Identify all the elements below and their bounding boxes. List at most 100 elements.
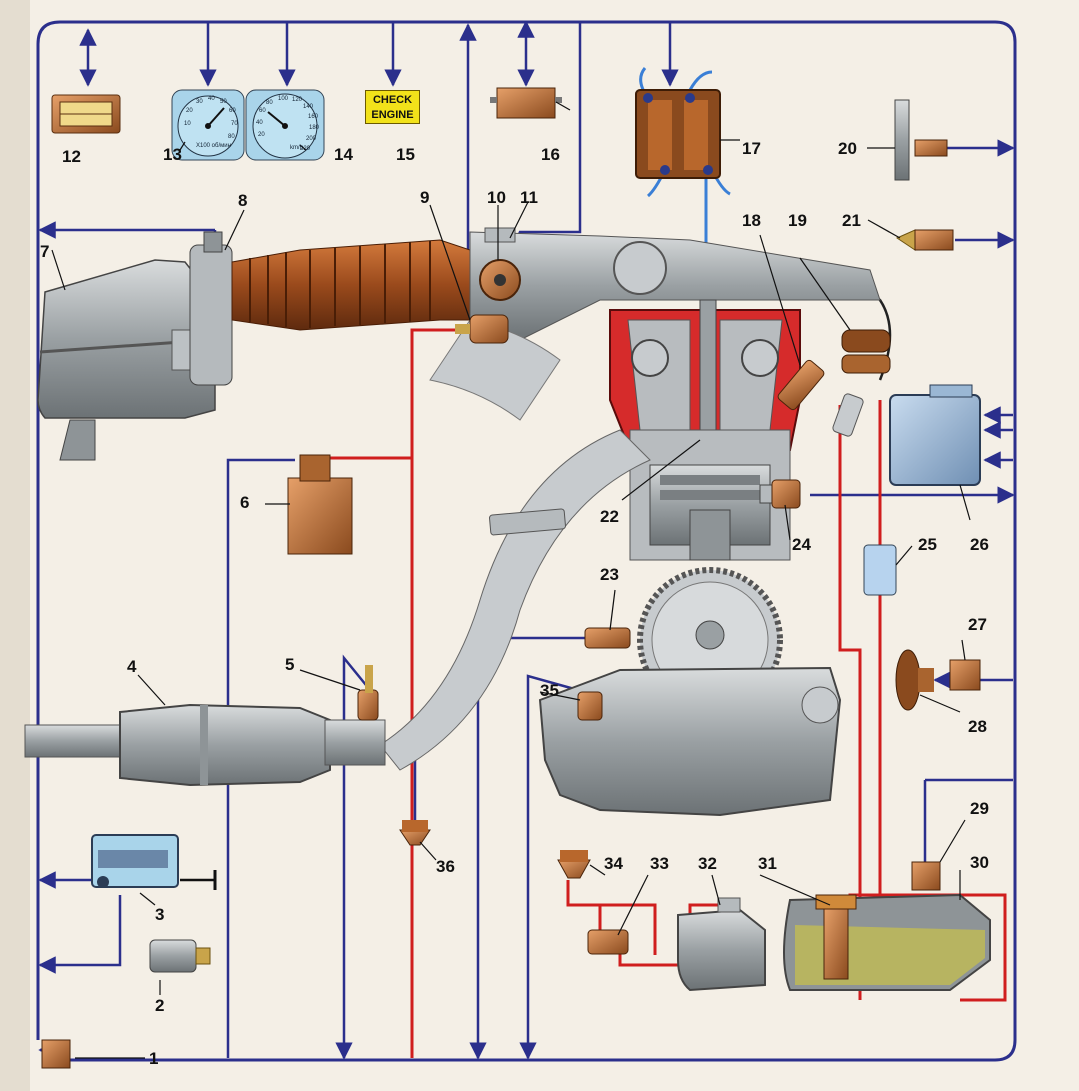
intake-hose (231, 239, 473, 331)
callout-29: 29 (970, 799, 989, 818)
relay (490, 87, 562, 119)
callout-13: 13 (163, 145, 182, 164)
callout-27: 27 (968, 615, 987, 634)
oil-pressure-sensor (577, 691, 603, 721)
purge-valve (399, 820, 431, 846)
separator-tank (677, 897, 766, 992)
tach-tick-10: 10 (184, 121, 191, 127)
coolant-temp-sensor (895, 229, 954, 251)
tachometer (171, 89, 245, 161)
callout-32: 32 (698, 854, 717, 873)
knock-sensor (894, 99, 948, 181)
callout-35: 35 (540, 681, 559, 700)
callout-24: 24 (792, 535, 811, 554)
fuel-tank (783, 893, 991, 991)
speed-tick-160: 160 (308, 114, 319, 120)
battery (91, 834, 217, 890)
speed-tick-100: 100 (278, 96, 289, 102)
evap-canister (287, 454, 353, 555)
callout-21: 21 (842, 211, 861, 230)
check-engine-line2: ENGINE (371, 109, 414, 121)
callout-2: 2 (155, 996, 165, 1015)
callout-15: 15 (396, 145, 415, 164)
tach-tick-50: 50 (220, 99, 227, 105)
callout-8: 8 (238, 191, 248, 210)
intake-manifold (429, 231, 881, 421)
callout-26: 26 (970, 535, 989, 554)
callout-12: 12 (62, 147, 81, 166)
callout-4: 4 (127, 657, 137, 676)
callout-28: 28 (968, 717, 987, 736)
fuel-filter (863, 544, 897, 596)
speed-tick-40: 40 (256, 120, 263, 126)
callout-25: 25 (918, 535, 937, 554)
tach-tick-40: 40 (208, 96, 215, 102)
oil-pan (538, 666, 842, 817)
callout-23: 23 (600, 565, 619, 584)
crankshaft-sensor (584, 627, 631, 649)
speed-tick-180: 180 (309, 125, 320, 131)
callout-11: 11 (520, 188, 538, 207)
mass-air-flow-sensor (189, 231, 233, 386)
callout-9: 9 (420, 188, 430, 207)
leader-lines (51, 101, 971, 1059)
tach-tick-30: 30 (196, 99, 203, 105)
speed-tick-60: 60 (259, 108, 266, 114)
callout-17: 17 (742, 139, 761, 158)
speedometer-unit: km/h (290, 145, 304, 151)
ignition-module (635, 89, 721, 179)
throttle-position-sensor (479, 259, 521, 301)
idle-air-control (484, 227, 516, 243)
callout-5: 5 (285, 655, 295, 674)
tach-tick-80: 80 (228, 134, 235, 140)
ignition-switch (149, 939, 211, 973)
callout-34: 34 (604, 854, 623, 873)
callout-7: 7 (40, 242, 50, 261)
fuel-injector (777, 359, 825, 411)
fuel-pressure-sensor (587, 929, 629, 955)
speed-tick-20: 20 (258, 132, 265, 138)
engine-block (609, 299, 801, 561)
diagnostic-connector (51, 94, 121, 134)
tach-tick-20: 20 (186, 108, 193, 114)
callout-20: 20 (838, 139, 857, 158)
callout-36: 36 (436, 857, 455, 876)
fuel-pump (815, 894, 857, 980)
tach-tick-60: 60 (229, 108, 236, 114)
callout-19: 19 (788, 211, 807, 230)
callout-10: 10 (487, 188, 506, 207)
oxygen-sensor-downstream (357, 665, 379, 721)
oxygen-sensor-upstream (759, 479, 801, 509)
idle-speed-regulator (455, 314, 509, 344)
callout-22: 22 (600, 507, 619, 526)
fuel-rail (832, 329, 891, 437)
fuel-level-relay (911, 861, 941, 891)
callout-16: 16 (541, 145, 560, 164)
tachometer-unit: X100 об/мин (196, 143, 231, 149)
callout-18: 18 (742, 211, 761, 230)
speedometer (245, 89, 325, 161)
callout-6: 6 (240, 493, 250, 512)
pressure-regulator (895, 649, 934, 711)
callout-31: 31 (758, 854, 777, 873)
signal-lines (38, 20, 1015, 1060)
speed-tick-220: 220 (300, 146, 311, 152)
exhaust-pipe (379, 429, 651, 771)
speed-tick-120: 120 (292, 97, 303, 103)
speed-tick-200: 200 (306, 136, 317, 142)
vacuum-valve (557, 850, 591, 879)
callout-14: 14 (334, 145, 353, 164)
air-filter (37, 259, 216, 461)
callout-33: 33 (650, 854, 669, 873)
check-engine-line1: CHECK (372, 94, 413, 106)
tach-tick-70: 70 (231, 121, 238, 127)
fuel-pump-relay (949, 659, 981, 691)
callout-1: 1 (149, 1049, 159, 1068)
signal-frame (36, 20, 1017, 1062)
check-engine-lamp: CHECK ENGINE (365, 90, 420, 124)
callout-30: 30 (970, 853, 989, 872)
electronic-control-unit (889, 384, 981, 486)
speed-tick-80: 80 (266, 100, 273, 106)
